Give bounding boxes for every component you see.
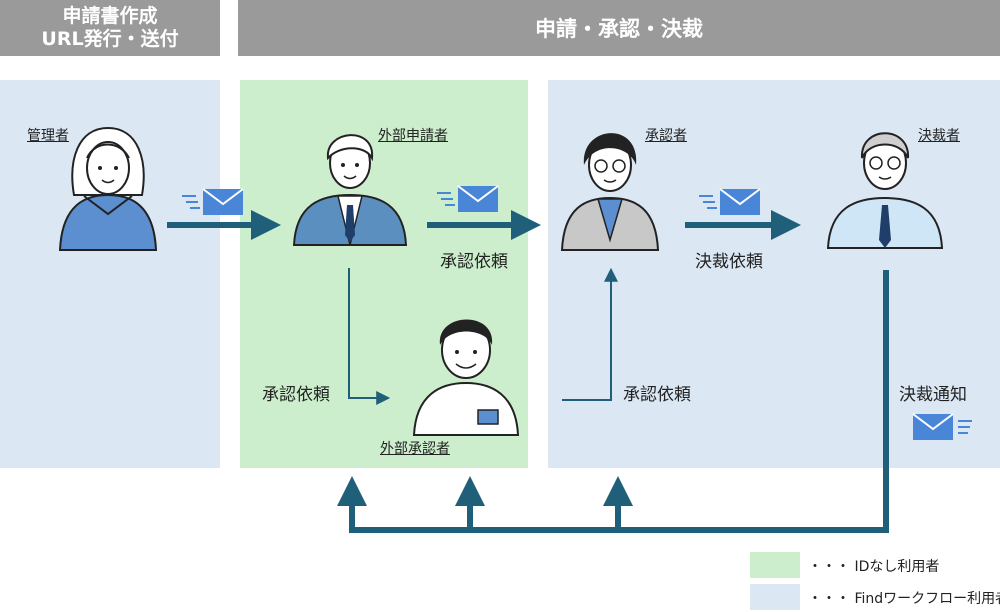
header-workflow: 申請・承認・決裁 xyxy=(238,0,1000,56)
role-external-approver: 外部承認者 xyxy=(380,441,450,457)
decider-person-icon xyxy=(826,132,944,249)
external-applicant-person-icon xyxy=(292,134,408,246)
header-setup-line2: URL発行・送付 xyxy=(41,28,179,50)
role-external-applicant: 外部申請者 xyxy=(378,128,448,144)
role-decider: 決裁者 xyxy=(918,128,960,144)
label-decision-request: 決裁依頼 xyxy=(695,252,763,272)
header-setup-line1: 申請書作成 xyxy=(62,5,158,27)
mail-envelope-icon xyxy=(182,188,244,215)
mail-envelope-icon xyxy=(437,185,499,212)
arrow-applicant-to-external-approver xyxy=(348,268,391,405)
legend-no-id-users: ・・・ IDなし利用者 xyxy=(808,559,940,575)
mail-envelope-icon xyxy=(699,188,761,215)
label-approval-request: 承認依頼 xyxy=(440,252,508,272)
legend-swatch-no-id xyxy=(750,552,800,578)
external-approver-person-icon xyxy=(412,319,520,436)
arrow-external-approver-to-approver xyxy=(562,267,618,401)
approver-person-icon xyxy=(560,133,660,251)
role-admin: 管理者 xyxy=(27,128,69,144)
header-setup: 申請書作成 URL発行・送付 xyxy=(0,0,220,56)
label-decision-notice: 決裁通知 xyxy=(899,385,967,405)
label-approval-request-approver: 承認依頼 xyxy=(623,385,691,405)
role-approver: 承認者 xyxy=(645,128,687,144)
legend-workflow-users: ・・・ Findワークフロー利用者 xyxy=(808,591,1000,607)
label-approval-request-external: 承認依頼 xyxy=(262,385,330,405)
mail-envelope-icon xyxy=(912,413,972,440)
legend-swatch-workflow xyxy=(750,584,800,610)
admin-person-icon xyxy=(58,126,158,251)
